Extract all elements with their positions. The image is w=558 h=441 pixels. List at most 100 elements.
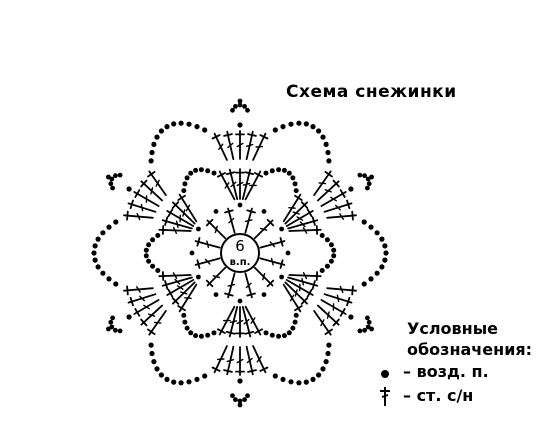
stitch-slash <box>245 282 252 289</box>
center-ring-unit: в.п. <box>230 257 251 268</box>
round3-stitch <box>313 170 333 197</box>
round1-stitch <box>224 207 236 234</box>
stitch-top-bar <box>223 369 233 373</box>
stitch-top-bar <box>247 369 257 373</box>
outer-ring-dot <box>296 380 302 386</box>
round1-chain-dot <box>196 274 201 280</box>
outer-ring-dot <box>280 124 286 130</box>
outer-ring-dot <box>272 127 278 133</box>
middle-ring-dot <box>331 253 337 259</box>
middle-ring-dot <box>286 170 292 176</box>
middle-ring-dot <box>319 268 325 273</box>
outer-ring-dot <box>288 121 294 127</box>
middle-ring-dot <box>205 332 211 338</box>
outer-ring-dot <box>326 342 332 348</box>
middle-ring-dot <box>324 237 330 243</box>
stitch-slash <box>335 204 341 211</box>
round1-stitch <box>224 272 236 299</box>
round1-stitch <box>259 237 286 249</box>
stitch-top-bar <box>140 318 148 327</box>
round3-stitch <box>252 345 269 374</box>
picot-dot <box>362 173 367 179</box>
round1-stitch <box>244 207 256 234</box>
outer-ring-dot <box>374 270 380 276</box>
round2-stitch <box>225 168 239 201</box>
round2-stitch <box>166 279 195 298</box>
stitch-slash <box>318 182 327 185</box>
stitch-top-bar <box>324 170 333 178</box>
stitch-top-bar <box>164 280 169 290</box>
outer-ring-dot <box>100 270 106 276</box>
stitch-top-bar <box>279 259 284 269</box>
round3-stitch <box>326 210 357 221</box>
middle-ring-dot <box>269 332 275 338</box>
stitch-slash <box>224 182 230 189</box>
outer-ring-dot <box>194 124 200 130</box>
round1-stitch <box>194 237 221 249</box>
stitch-top-bar <box>196 237 201 247</box>
legend-item-double-crochet: – ст. с/н <box>377 384 555 408</box>
stitch-slash <box>339 213 344 220</box>
center-ring: 6 в.п. <box>220 233 260 273</box>
round2-stitch <box>282 283 303 313</box>
round2-stitch <box>158 271 192 281</box>
middle-ring-dot <box>198 167 204 173</box>
round1-chain-dot <box>189 250 195 256</box>
middle-ring-dot <box>143 253 149 259</box>
inner-stitch-round <box>189 202 291 304</box>
stitch-top-bar <box>126 285 129 296</box>
middle-ring-dot <box>290 325 296 331</box>
stitch-top-bar <box>147 170 156 178</box>
outer-ring-dot <box>151 141 157 147</box>
round3-stitch <box>123 285 154 296</box>
stitch-slash <box>176 285 184 290</box>
center-ring-count: 6 <box>235 237 245 255</box>
stitch-slash <box>246 357 253 364</box>
middle-ring-dot <box>276 167 282 173</box>
picot-dot <box>230 107 235 113</box>
stitch-top-bar <box>306 288 313 298</box>
round2-stitch <box>235 306 245 338</box>
stitch-top-bar <box>171 201 180 209</box>
middle-ring-dot <box>293 312 299 318</box>
round3-stitch <box>326 285 357 296</box>
middle-ring-dot <box>182 181 188 187</box>
stitch-slash <box>336 294 340 303</box>
round1-stitch <box>194 257 221 269</box>
round2-stitch <box>287 216 319 230</box>
middle-ring-dot <box>263 170 269 176</box>
stitch-slash <box>150 187 154 195</box>
stitch-slash <box>269 241 276 248</box>
stitch-slash <box>324 189 332 193</box>
outer-ring-dot <box>100 230 106 236</box>
round2-stitch <box>171 201 196 225</box>
stitch-top-bar <box>164 216 169 226</box>
round3-stitch <box>133 189 160 207</box>
stitch-top-bar <box>254 328 264 334</box>
outer-ring-dot <box>91 250 97 256</box>
stitch-slash <box>236 142 244 148</box>
picot-points <box>106 98 374 408</box>
stitch-slash <box>301 277 305 286</box>
stitch-slash <box>204 258 211 265</box>
center-ring-circle <box>220 233 260 273</box>
middle-ring-dot <box>188 170 194 176</box>
stitch-top-bar <box>211 366 221 372</box>
round2-stitch <box>216 305 236 336</box>
round2-stitch <box>282 193 303 223</box>
stitch-top-bar <box>351 210 354 221</box>
stitch-slash <box>242 182 251 186</box>
stitch-top-bar <box>224 292 234 297</box>
round1-stitch <box>259 257 286 269</box>
picot-dot <box>230 393 235 399</box>
outer-ring-dot <box>202 127 208 133</box>
picot-dot <box>110 315 115 321</box>
outer-ring-dot <box>368 224 374 230</box>
picot-dot <box>237 102 243 108</box>
stitch-top-bar <box>266 279 275 288</box>
outer-ring-dot <box>382 257 388 263</box>
round3-stitch <box>127 199 157 213</box>
round3-tip-dot <box>237 122 243 128</box>
stitch-slash <box>259 227 268 231</box>
outer-ring-dot <box>361 281 367 287</box>
